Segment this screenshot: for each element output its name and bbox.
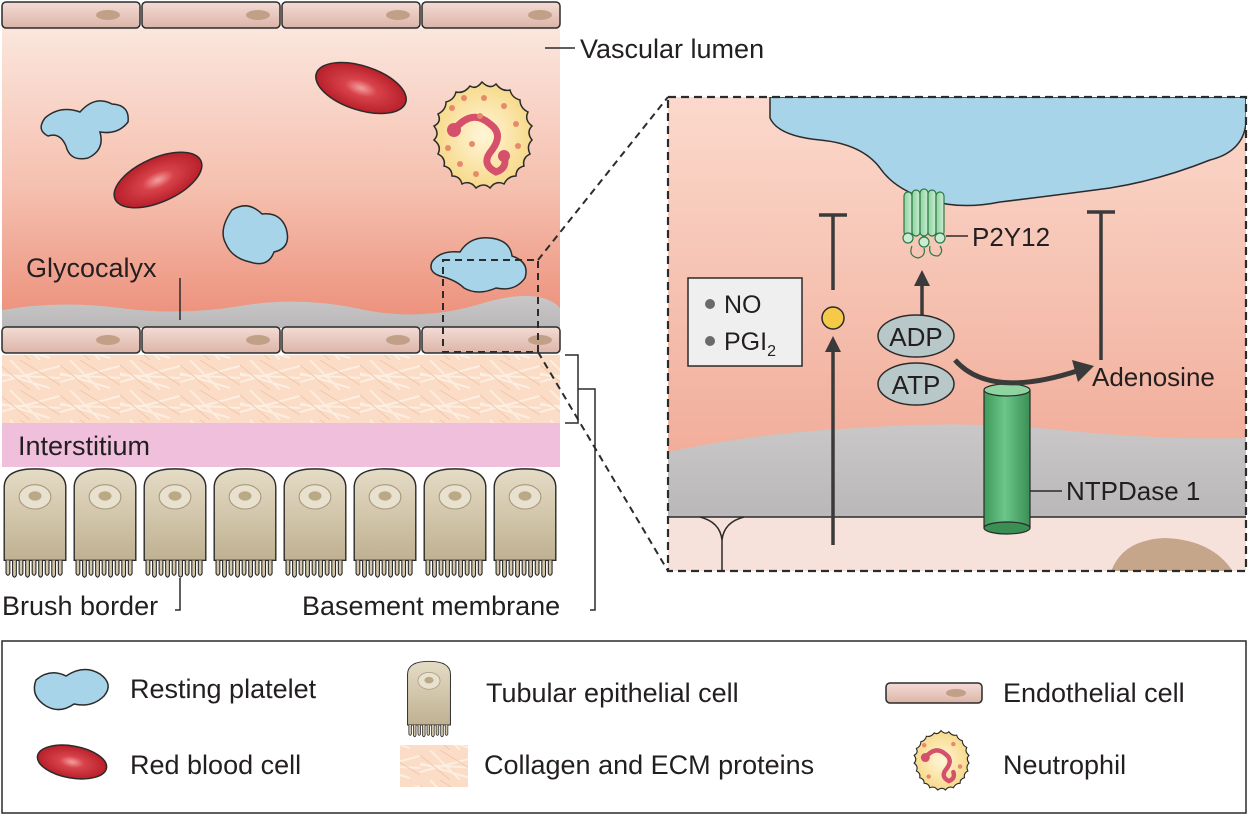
atp-oval (877, 362, 955, 406)
zoom-connector-bottom (537, 351, 669, 572)
legend-label-resting-platelet: Resting platelet (130, 674, 317, 704)
brush-border-label: Brush border (2, 591, 158, 621)
top-endothelium (1, 1, 561, 29)
inset-cell-junction (699, 516, 745, 571)
collagen-layer (2, 355, 560, 423)
legend-neutrophil-icon (913, 729, 970, 791)
atp-label: ATP (892, 370, 941, 400)
inset-nucleus (1111, 538, 1233, 571)
inset-glycocalyx (668, 424, 1246, 520)
adp-label: ADP (889, 322, 942, 352)
legend-label-red-blood-cell: Red blood cell (130, 750, 301, 780)
legend-label-collagen: Collagen and ECM proteins (484, 750, 814, 780)
vascular-lumen-label: Vascular lumen (580, 34, 764, 64)
red-blood-cell-1 (315, 61, 407, 115)
interstitium-layer (2, 423, 560, 467)
legend-collagen-icon (400, 745, 468, 787)
ntpdase-label: NTPDase 1 (1066, 476, 1200, 506)
inhibition-right (1087, 210, 1115, 360)
legend-item-tubular-epithelial-cell: Tubular epithelial cell (407, 660, 739, 738)
legend-endothelial-icon (885, 682, 983, 704)
zoom-connector-top (537, 96, 669, 261)
hydrolysis-arrow (953, 358, 1081, 386)
legend-item-collagen: Collagen and ECM proteins (400, 745, 814, 787)
brush-border-leader (175, 578, 181, 611)
mediator-arrowhead (825, 336, 841, 352)
pgi2-label: PGI2 (724, 328, 776, 360)
legend-epithelial-icon (407, 660, 451, 738)
pgi2-subscript: 2 (767, 343, 776, 360)
bottom-endothelium (1, 326, 561, 354)
basement-membrane-bracket (565, 354, 596, 611)
inset-panel: P2Y12 NTPDase 1 ADP ATP Adenosine (666, 95, 1248, 573)
legend-item-neutrophil: Neutrophil (913, 729, 1126, 791)
tubular-epithelium (3, 468, 557, 578)
adp-arrowhead (914, 270, 930, 286)
basement-membrane-label: Basement membrane (302, 591, 560, 621)
inset-frame (666, 95, 1248, 573)
adp-oval (877, 314, 955, 358)
platelet-2 (222, 205, 289, 265)
legend-item-resting-platelet: Resting platelet (33, 668, 317, 711)
vessel-panel: Vascular lumen Glycocalyx Interstitium B… (1, 1, 764, 621)
legend-platelet-icon (33, 668, 109, 711)
legend-item-endothelial-cell: Endothelial cell (885, 678, 1185, 708)
p2y12-receptor (902, 188, 946, 259)
legend-label-endothelial-cell: Endothelial cell (1003, 678, 1185, 708)
inhibition-left (819, 213, 847, 290)
legend-frame (1, 640, 1247, 814)
glycocalyx-layer (2, 295, 560, 328)
neutrophil-cell (432, 80, 534, 190)
no-label: NO (724, 291, 762, 319)
interstitium-label: Interstitium (18, 431, 150, 461)
hydrolysis-arrowhead (1072, 360, 1094, 382)
ntpdase1-enzyme (983, 383, 1031, 535)
p2y12-label: P2Y12 (972, 222, 1050, 252)
mediator-molecule (821, 306, 845, 330)
glycocalyx-label: Glycocalyx (26, 253, 157, 283)
inset-platelet (769, 97, 1246, 207)
platelet-1 (40, 100, 129, 160)
platelet-3 (430, 237, 527, 293)
legend-label-tubular-epithelial-cell: Tubular epithelial cell (486, 678, 739, 708)
legend-item-red-blood-cell: Red blood cell (36, 744, 301, 780)
zoom-box (442, 259, 539, 353)
legend-label-neutrophil: Neutrophil (1003, 750, 1126, 780)
red-blood-cell-2 (113, 151, 203, 209)
adenosine-label: Adenosine (1092, 362, 1215, 392)
mediators-box: NO PGI2 (687, 277, 803, 367)
legend-rbc-icon (36, 744, 108, 780)
legend: Resting platelet Red blood cell Tubular … (1, 640, 1247, 814)
